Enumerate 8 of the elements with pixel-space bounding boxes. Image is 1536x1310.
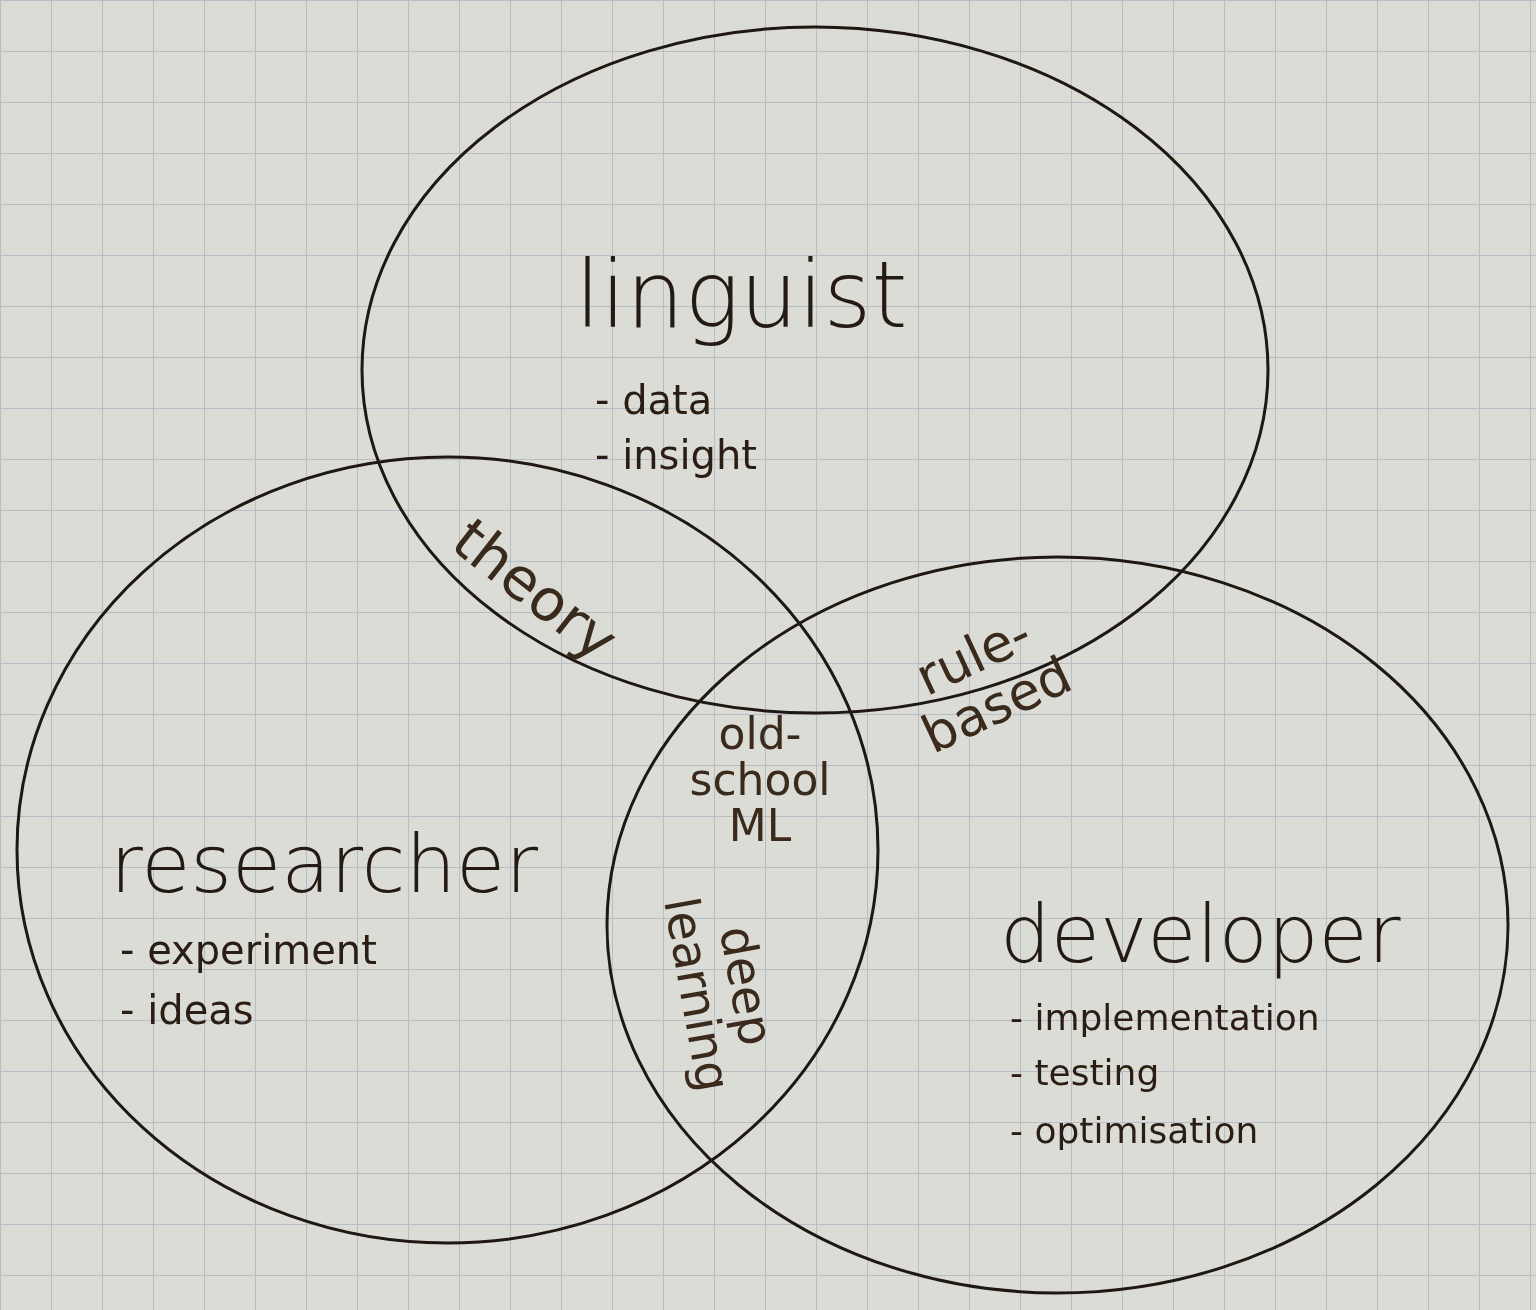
- list-item: - data: [595, 380, 713, 420]
- list-item: - testing: [1010, 1055, 1160, 1091]
- overlap-label: deep learning: [651, 892, 786, 1098]
- overlap-label: old-school ML: [688, 710, 832, 850]
- list-item: - optimisation: [1010, 1113, 1259, 1149]
- set-title: researcher: [110, 825, 539, 905]
- list-item: - implementation: [1010, 1000, 1320, 1036]
- list-item: - ideas: [120, 990, 254, 1030]
